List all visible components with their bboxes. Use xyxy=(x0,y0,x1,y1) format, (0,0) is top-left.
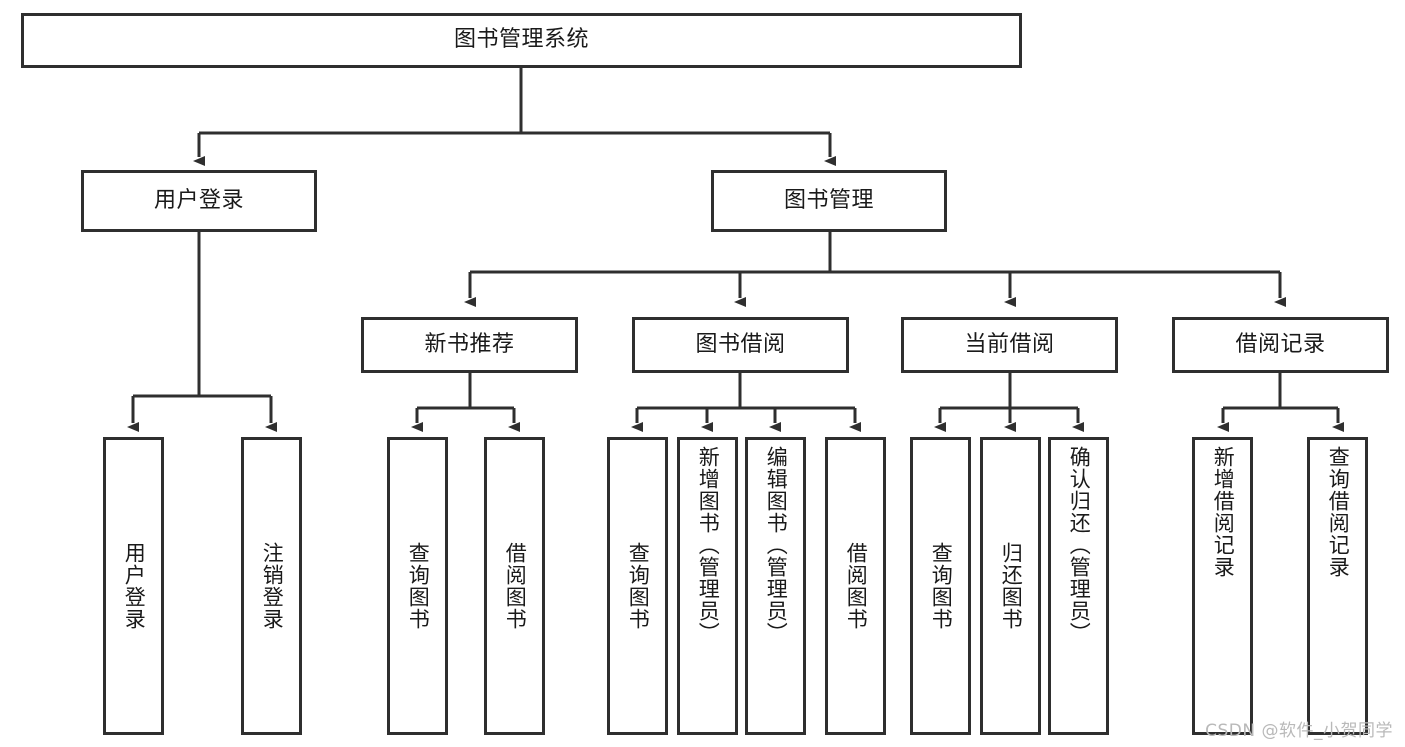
node-user-login-label: 用户登录 xyxy=(153,187,244,213)
node-book-borrow[interactable]: 图书借阅 xyxy=(632,317,849,373)
node-leaf-add-book-label: 新增图书（管理员） xyxy=(696,446,721,644)
node-leaf-add-record-label: 新增借阅记录 xyxy=(1211,446,1236,578)
node-leaf-borrow-book-2-label: 借阅图书 xyxy=(844,542,869,630)
node-leaf-add-book[interactable]: 新增图书（管理员） xyxy=(677,437,738,735)
node-leaf-borrow-book-2[interactable]: 借阅图书 xyxy=(825,437,886,735)
node-leaf-query-record-label: 查询借阅记录 xyxy=(1326,446,1351,578)
node-book-borrow-label: 图书借阅 xyxy=(695,331,786,357)
node-root-label: 图书管理系统 xyxy=(453,27,589,53)
node-leaf-add-record[interactable]: 新增借阅记录 xyxy=(1192,437,1253,735)
node-leaf-user-login-label: 用户登录 xyxy=(122,542,147,630)
node-book-manage-label: 图书管理 xyxy=(783,187,874,213)
node-leaf-query-book-3-label: 查询图书 xyxy=(929,542,954,630)
node-book-manage[interactable]: 图书管理 xyxy=(711,170,947,232)
node-leaf-borrow-book-1[interactable]: 借阅图书 xyxy=(484,437,545,735)
node-leaf-query-record[interactable]: 查询借阅记录 xyxy=(1307,437,1368,735)
node-leaf-edit-book-label: 编辑图书（管理员） xyxy=(764,446,789,644)
node-root[interactable]: 图书管理系统 xyxy=(21,13,1022,68)
node-leaf-user-login[interactable]: 用户登录 xyxy=(103,437,164,735)
node-leaf-query-book-1-label: 查询图书 xyxy=(406,542,431,630)
node-new-book-recommend[interactable]: 新书推荐 xyxy=(361,317,578,373)
node-leaf-borrow-book-1-label: 借阅图书 xyxy=(503,542,528,630)
node-leaf-query-book-3[interactable]: 查询图书 xyxy=(910,437,971,735)
node-user-login[interactable]: 用户登录 xyxy=(81,170,317,232)
node-leaf-logout-login[interactable]: 注销登录 xyxy=(241,437,302,735)
node-leaf-query-book-2-label: 查询图书 xyxy=(626,542,651,630)
node-leaf-confirm-return[interactable]: 确认归还（管理员） xyxy=(1048,437,1109,735)
node-current-borrow[interactable]: 当前借阅 xyxy=(901,317,1118,373)
node-leaf-query-book-2[interactable]: 查询图书 xyxy=(607,437,668,735)
node-leaf-edit-book[interactable]: 编辑图书（管理员） xyxy=(745,437,806,735)
node-leaf-query-book-1[interactable]: 查询图书 xyxy=(387,437,448,735)
node-leaf-logout-login-label: 注销登录 xyxy=(260,542,285,630)
node-leaf-confirm-return-label: 确认归还（管理员） xyxy=(1067,446,1092,644)
node-borrow-record[interactable]: 借阅记录 xyxy=(1172,317,1389,373)
node-leaf-return-book[interactable]: 归还图书 xyxy=(980,437,1041,735)
node-current-borrow-label: 当前借阅 xyxy=(964,331,1055,357)
node-leaf-return-book-label: 归还图书 xyxy=(999,542,1024,630)
node-borrow-record-label: 借阅记录 xyxy=(1235,331,1326,357)
node-new-book-recommend-label: 新书推荐 xyxy=(424,331,515,357)
